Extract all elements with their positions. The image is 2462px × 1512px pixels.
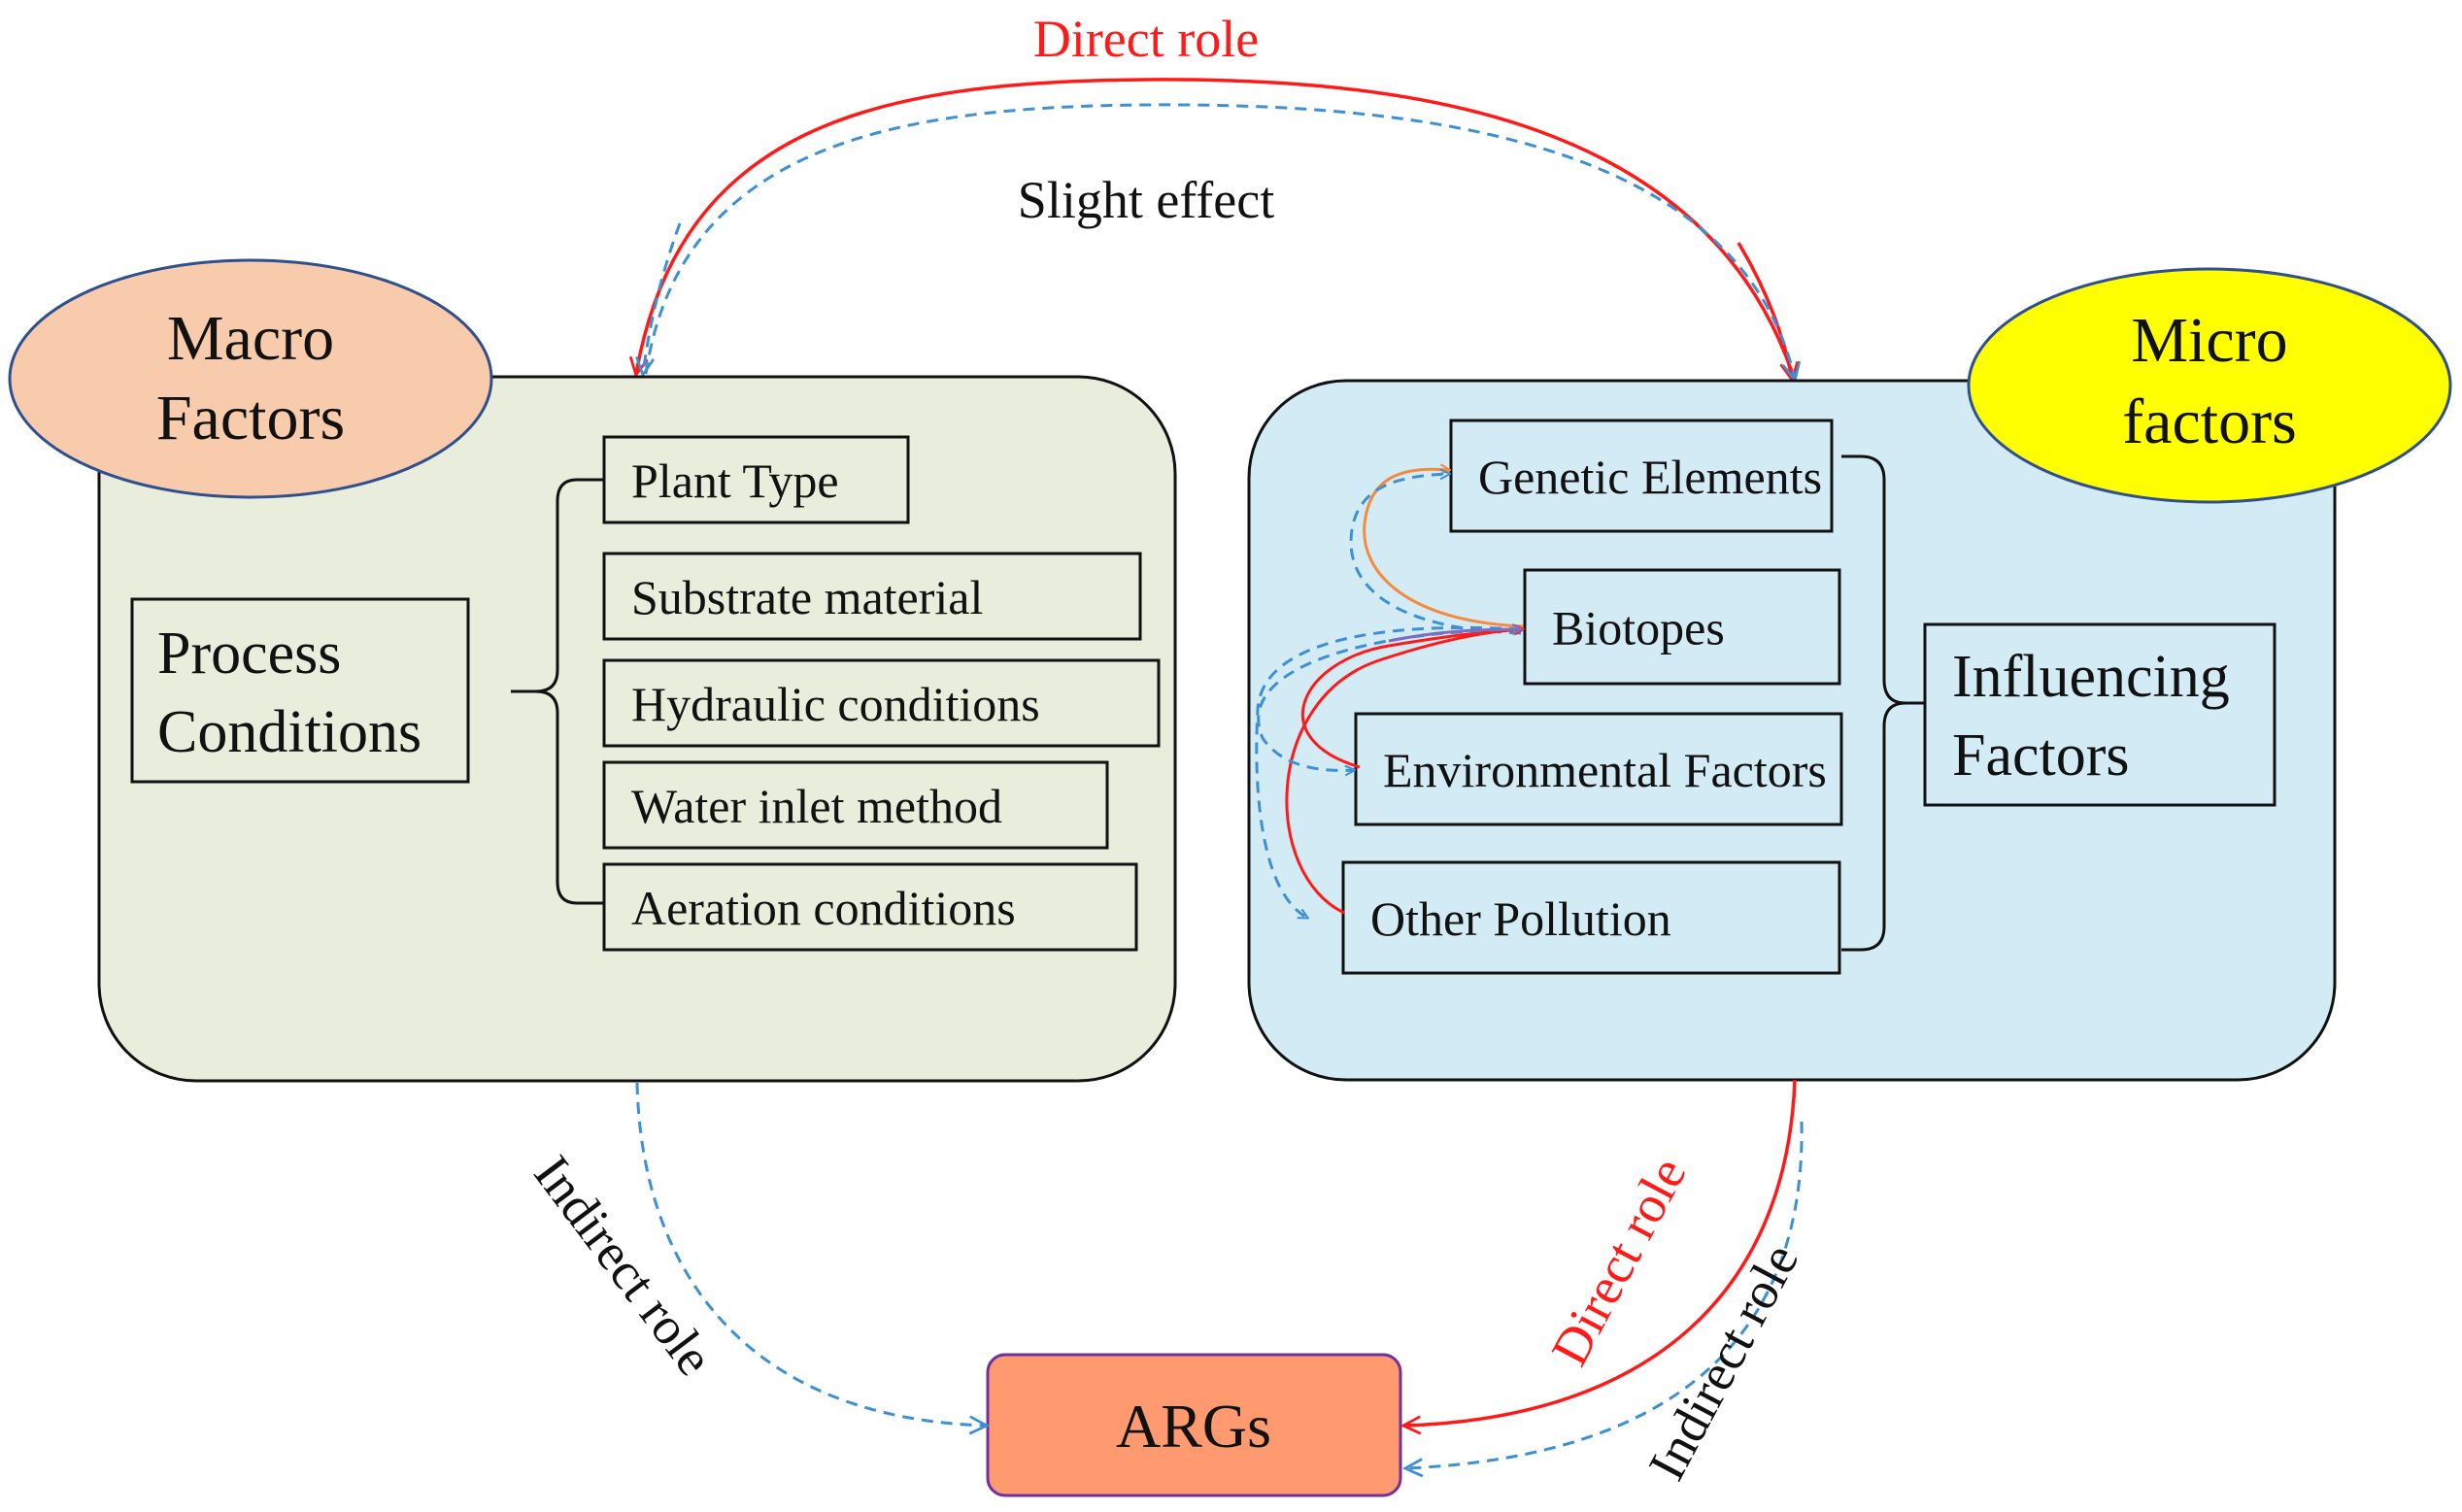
indirect-role-left-label: Indirect role: [523, 1145, 725, 1386]
process-line2: Conditions: [157, 699, 422, 765]
macro-item-label: Water inlet method: [631, 779, 1002, 833]
direct-role-top-label: Direct role: [1033, 10, 1259, 68]
micro-item-label: Other Pollution: [1370, 891, 1671, 946]
micro-title-line1: Micro: [2131, 305, 2287, 376]
macro-item-label: Substrate material: [631, 570, 983, 624]
micro-item-label: Genetic Elements: [1478, 450, 1822, 504]
biotopes-purple-connector: [1388, 629, 1521, 643]
biotopes-to-genetic-orange-arrow: [1363, 469, 1524, 628]
macro-factors-oval: [8, 258, 493, 499]
macro-item-box: [602, 862, 1138, 952]
micro-to-args-direct-arrow: [1404, 1079, 1797, 1426]
macro-item-box: [602, 658, 1161, 748]
top-slight-arrow-left-head: [643, 222, 682, 374]
micro-to-args-indirect-arrow: [1406, 1121, 1804, 1468]
influencing-factors-box: [1923, 622, 2277, 807]
macro-title-line1: Macro: [167, 303, 334, 374]
environmental-to-biotopes-red-arrow: [1300, 627, 1524, 769]
macro-item-box: [602, 552, 1142, 641]
macro-brace: [511, 478, 604, 905]
process-line1: Process: [157, 621, 341, 687]
micro-item-box: [1341, 860, 1841, 975]
indirect-role-right-label: Indirect role: [1637, 1234, 1810, 1489]
pollution-to-biotopes-red-arrow: [1285, 629, 1523, 915]
macro-to-args-indirect-arrow: [635, 1082, 986, 1426]
biotopes-to-environmental-dashed-arrow: [1257, 627, 1522, 770]
macro-item-box: [602, 435, 910, 524]
process-conditions-box: [130, 597, 470, 784]
micro-item-box: [1354, 712, 1843, 826]
micro-item-box: [1523, 568, 1841, 686]
micro-item-box: [1449, 419, 1834, 533]
args-label: ARGs: [1116, 1392, 1271, 1461]
macro-title-line2: Factors: [156, 383, 345, 454]
top-direct-arrow: [636, 78, 1797, 382]
macro-item-label: Plant Type: [631, 454, 839, 508]
influencing-line2: Factors: [1952, 722, 2130, 789]
micro-factors-oval: [1967, 267, 2452, 504]
macro-item-box: [602, 760, 1109, 850]
macro-item-label: Aeration conditions: [631, 881, 1016, 935]
influencing-line1: Influencing: [1952, 644, 2230, 710]
macro-item-label: Hydraulic conditions: [631, 677, 1040, 731]
top-slight-arrow: [644, 103, 1795, 379]
micro-item-label: Environmental Factors: [1383, 743, 1827, 797]
micro-item-label: Biotopes: [1552, 601, 1725, 655]
micro-title-line2: factors: [2122, 386, 2297, 457]
slight-effect-label: Slight effect: [1018, 171, 1274, 229]
micro-brace: [1841, 454, 1925, 952]
biotopes-to-genetic-dashed-arrow: [1349, 474, 1522, 635]
